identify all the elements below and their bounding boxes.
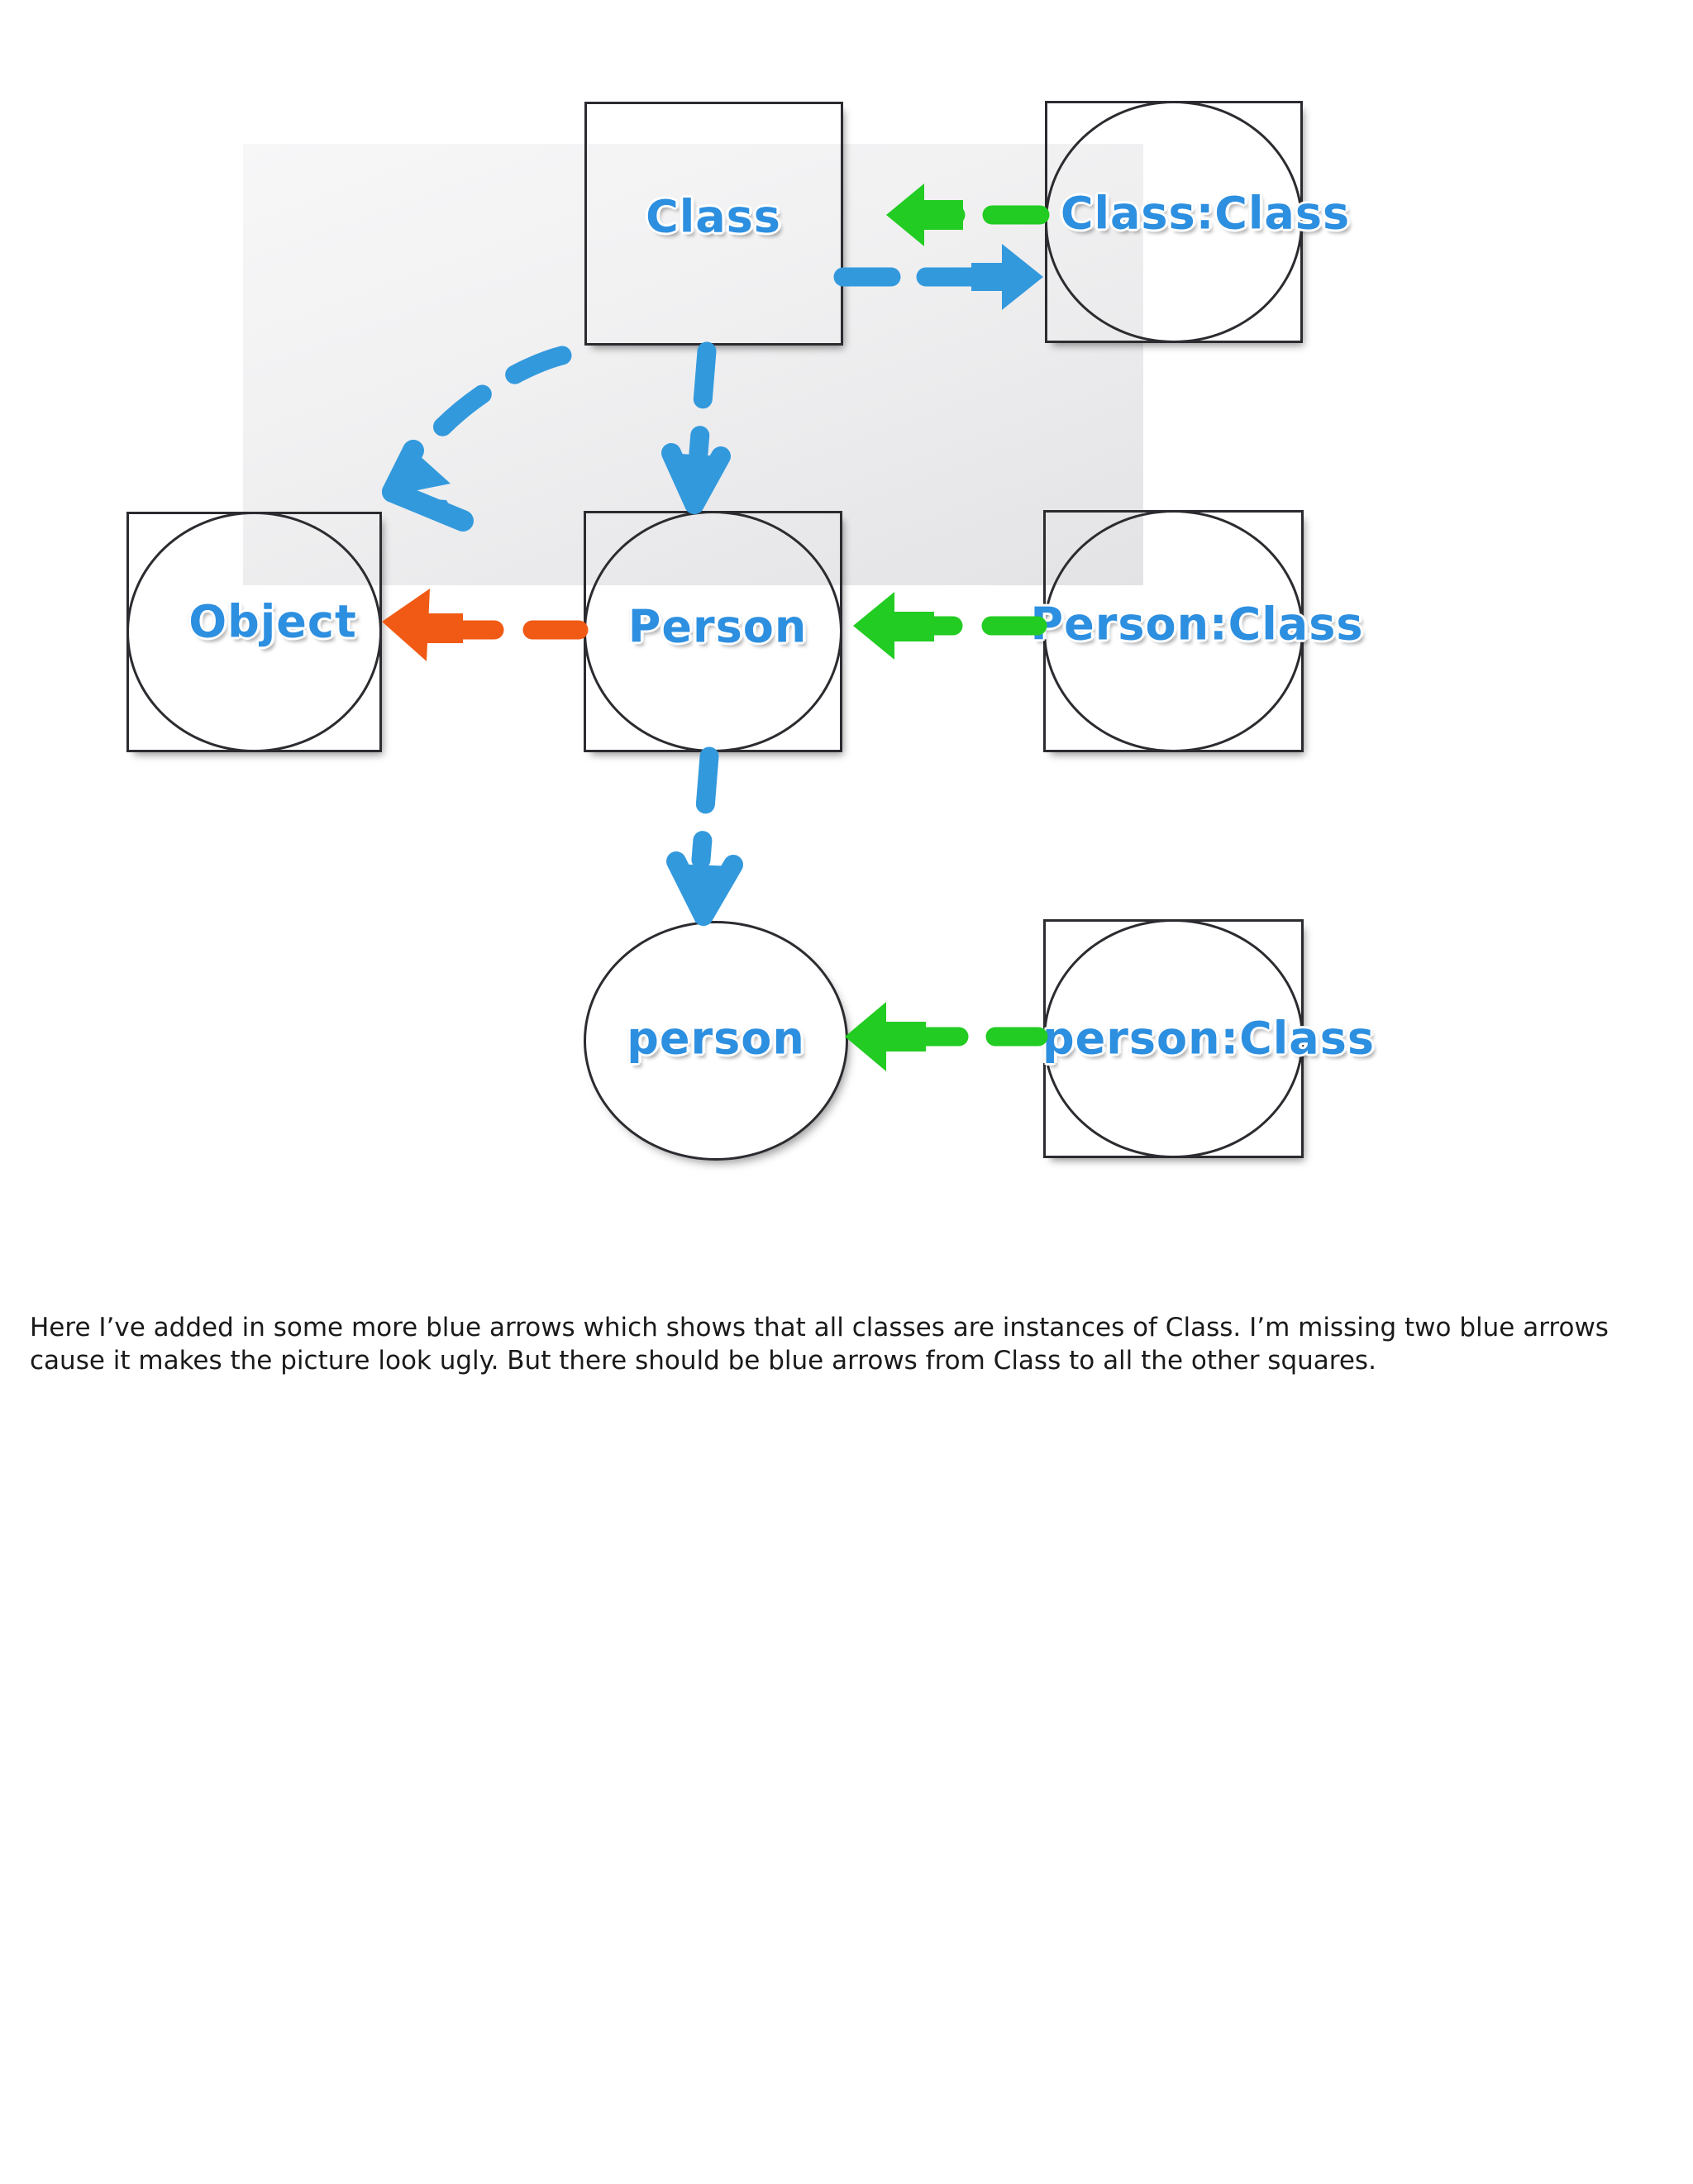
person-class-circle-shape [1043, 510, 1304, 752]
edge-person-class-instance-to-person-instance-green-arrow-icon [845, 1002, 1048, 1071]
edge-person-to-object-orange-arrow-icon [382, 589, 589, 661]
class-square-shape [584, 102, 843, 346]
class-class-circle-shape [1045, 101, 1303, 343]
person-circle-shape [584, 511, 842, 752]
node-person-class-instance[interactable] [1043, 919, 1304, 1158]
object-circle-shape [126, 512, 382, 752]
node-object[interactable] [126, 512, 382, 752]
person-class-instance-circle-shape [1043, 919, 1304, 1158]
person-instance-circle-shape [584, 921, 848, 1161]
node-person[interactable] [584, 511, 842, 752]
node-person-instance[interactable] [584, 921, 848, 1161]
node-class[interactable] [584, 102, 843, 346]
node-person-class[interactable] [1043, 510, 1304, 752]
figure-caption-text: Here I’ve added in some more blue arrows… [30, 1313, 1609, 1376]
node-class-class[interactable] [1045, 101, 1303, 343]
edge-person-to-person-instance-blue-arrow-icon [666, 746, 743, 926]
edge-person-class-to-person-green-arrow-icon [853, 592, 1047, 660]
